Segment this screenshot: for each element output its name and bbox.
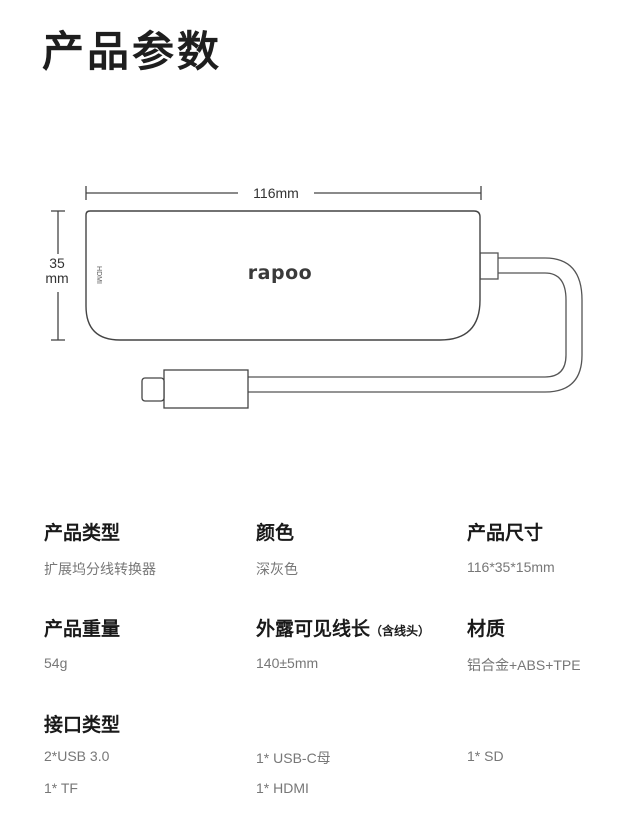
spec-cable-length: 外露可见线长（含线头） 140±5mm (256, 614, 430, 671)
spec-label: 产品尺寸 (467, 522, 544, 544)
spec-value: 54g (44, 655, 68, 671)
spec-interface: 接口类型 (44, 710, 120, 737)
port-item: 1* TF (44, 780, 78, 796)
spec-value: 铝合金+ABS+TPE (467, 657, 581, 673)
product-dimension-diagram: 116mm 35 mm HDMI rapoo (45, 185, 583, 409)
spec-label: 产品类型 (44, 522, 121, 544)
height-dimension-unit: mm (45, 270, 68, 286)
usb-c-plug-boot (163, 369, 249, 409)
page-title: 产品参数 (42, 27, 223, 76)
spec-label-note: （含线头） (370, 624, 431, 638)
spec-label: 接口类型 (44, 714, 121, 736)
spec-label: 材质 (467, 618, 506, 640)
spec-label: 外露可见线长（含线头） (256, 614, 430, 641)
usb-c-plug-tip (141, 377, 165, 402)
port-item: 1* SD (467, 748, 504, 764)
hub-body (85, 210, 481, 341)
spec-product-type: 产品类型 扩展坞分线转换器 (44, 518, 156, 579)
spec-label: 颜色 (256, 522, 295, 544)
port-item: 1* USB-C母 (256, 750, 331, 766)
width-dimension-label: 116mm (253, 185, 299, 201)
spec-size: 产品尺寸 116*35*15mm (467, 518, 555, 575)
spec-value: 深灰色 (256, 561, 298, 577)
spec-material: 材质 铝合金+ABS+TPE (467, 614, 581, 675)
spec-weight: 产品重量 54g (44, 614, 120, 671)
brand-logo: rapoo (248, 262, 312, 284)
port-item: 2*USB 3.0 (44, 748, 110, 764)
spec-color: 颜色 深灰色 (256, 518, 298, 579)
hdmi-port-label: HDMI (95, 266, 102, 284)
width-dimension (85, 186, 482, 200)
height-dimension (51, 210, 65, 341)
spec-value: 140±5mm (256, 655, 319, 671)
spec-label-main: 外露可见线长 (256, 618, 371, 640)
spec-value: 116*35*15mm (467, 559, 555, 575)
spec-label: 产品重量 (44, 618, 121, 640)
cable-strain-relief (479, 252, 499, 280)
height-dimension-value: 35 (49, 255, 65, 271)
spec-value: 扩展坞分线转换器 (44, 561, 156, 577)
port-item: 1* HDMI (256, 780, 309, 796)
cable (248, 257, 583, 393)
